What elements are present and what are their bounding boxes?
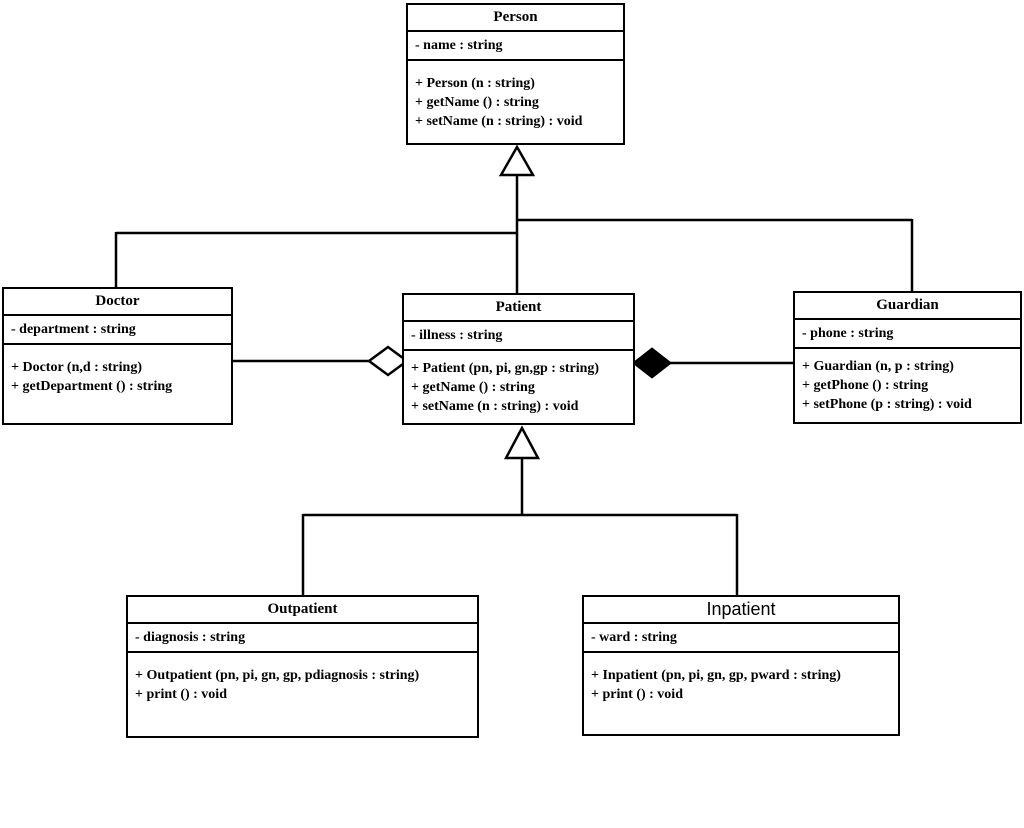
class-person-method: + setName (n : string) : void [415, 114, 583, 129]
class-guardian[interactable]: Guardian - phone : string + Guardian (n,… [793, 291, 1022, 424]
class-inpatient-method: + Inpatient (pn, pi, gn, gp, pward : str… [591, 668, 841, 683]
class-person[interactable]: Person - name : string + Person (n : str… [406, 3, 625, 145]
class-patient[interactable]: Patient - illness : string + Patient (pn… [402, 293, 635, 425]
class-guardian-method: + Guardian (n, p : string) [802, 359, 954, 374]
class-inpatient-name: Inpatient [584, 597, 898, 624]
class-doctor-name: Doctor [4, 289, 231, 316]
class-guardian-method: + getPhone () : string [802, 378, 929, 393]
class-inpatient-attribute: - ward : string [591, 630, 677, 645]
generalization-triangle-person-icon [498, 144, 536, 177]
class-person-method: + getName () : string [415, 95, 539, 110]
class-person-attribute: - name : string [415, 38, 503, 53]
composition-diamond-icon [631, 347, 673, 379]
class-guardian-attribute: - phone : string [802, 326, 894, 341]
generalization-triangle-patient-icon [503, 425, 541, 460]
class-person-method: + Person (n : string) [415, 76, 535, 91]
class-doctor-method: + getDepartment () : string [11, 379, 173, 394]
class-inpatient-method: + print () : void [591, 687, 683, 702]
class-person-name: Person [408, 5, 623, 32]
class-outpatient-attribute: - diagnosis : string [135, 630, 246, 645]
class-patient-name: Patient [404, 295, 633, 322]
class-outpatient-method: + print () : void [135, 687, 227, 702]
class-patient-method: + setName (n : string) : void [411, 399, 579, 414]
class-patient-method: + getName () : string [411, 380, 535, 395]
class-inpatient[interactable]: Inpatient - ward : string + Inpatient (p… [582, 595, 900, 736]
class-outpatient-name: Outpatient [128, 597, 477, 624]
class-guardian-name: Guardian [795, 293, 1020, 320]
class-patient-method: + Patient (pn, pi, gn,gp : string) [411, 361, 600, 376]
class-doctor-method: + Doctor (n,d : string) [11, 360, 142, 375]
class-outpatient[interactable]: Outpatient - diagnosis : string + Outpat… [126, 595, 479, 738]
class-outpatient-method: + Outpatient (pn, pi, gn, gp, pdiagnosis… [135, 668, 420, 683]
class-guardian-method: + setPhone (p : string) : void [802, 397, 972, 412]
class-patient-attribute: - illness : string [411, 328, 503, 343]
class-doctor[interactable]: Doctor - department : string + Doctor (n… [2, 287, 233, 425]
class-doctor-attribute: - department : string [11, 322, 136, 337]
